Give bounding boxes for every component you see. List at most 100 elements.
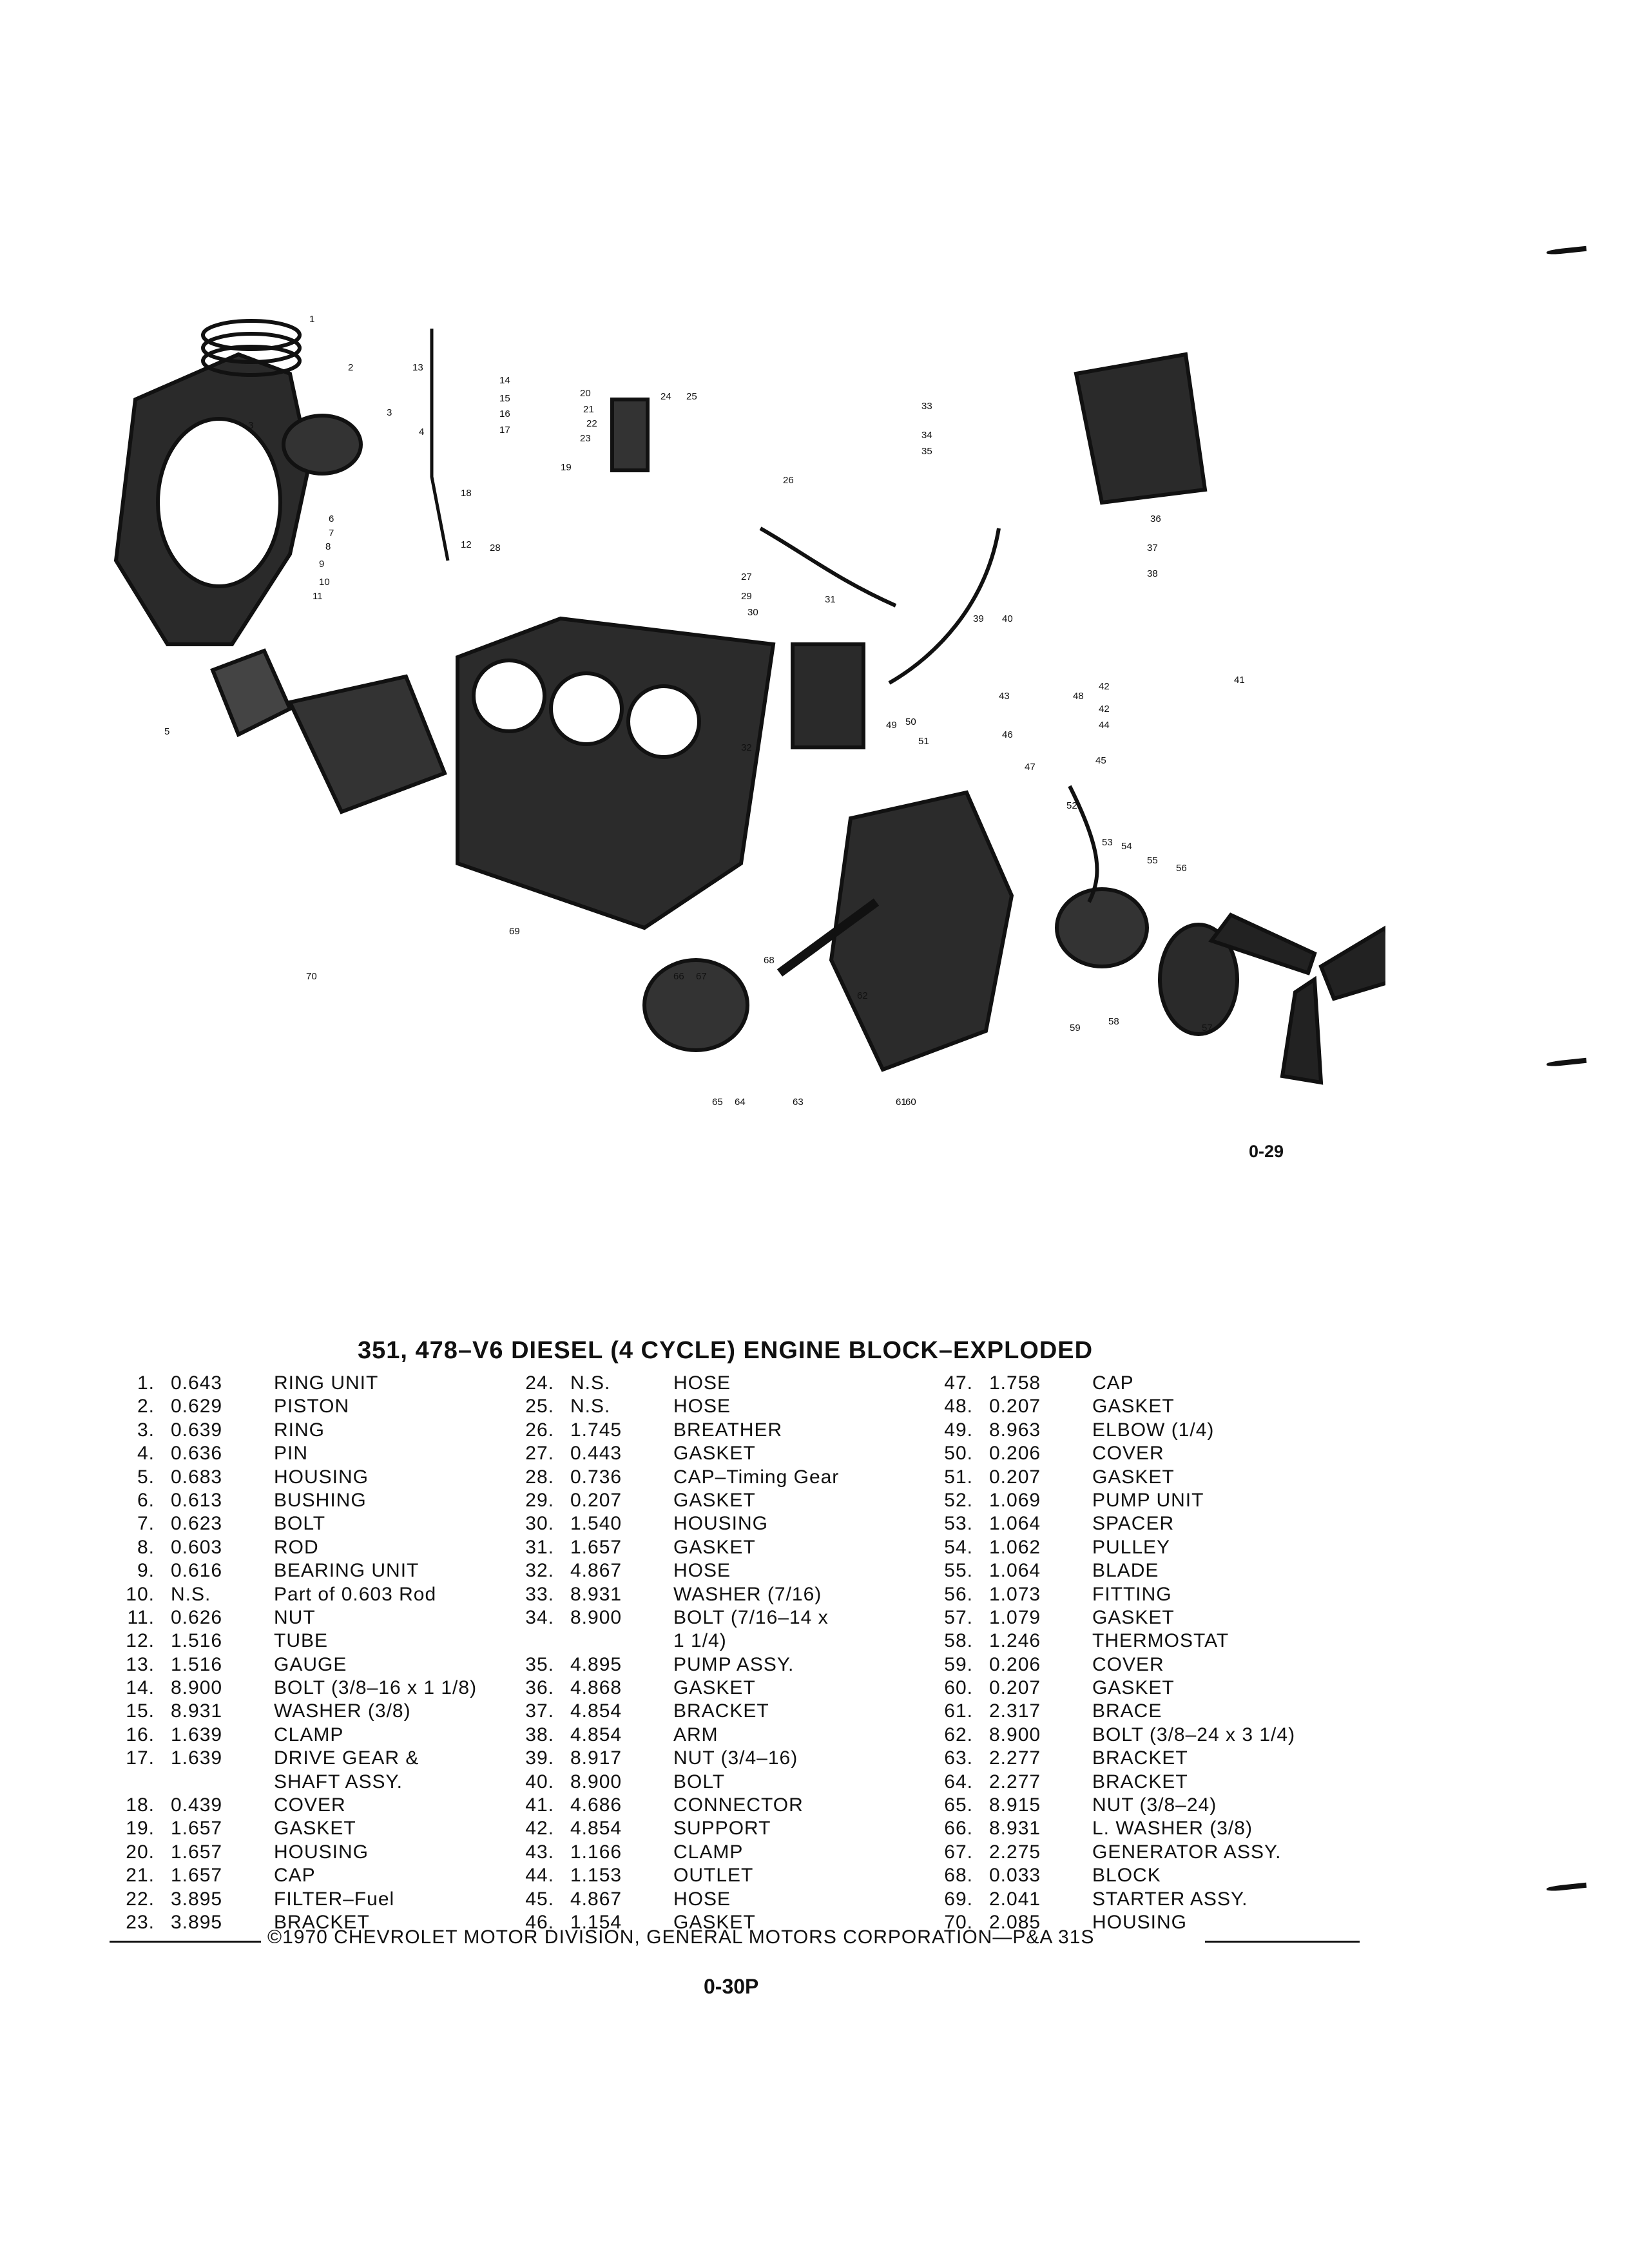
- part-num: 34.: [525, 1606, 554, 1628]
- callout-label: 65: [712, 1097, 723, 1108]
- part-num: 8.: [137, 1536, 155, 1558]
- part-desc: BOLT: [274, 1513, 326, 1535]
- callout-label: 34: [921, 430, 932, 441]
- part-code: 1.062: [989, 1536, 1041, 1558]
- edge-mark: [1546, 245, 1587, 256]
- part-num: 57.: [944, 1606, 973, 1628]
- callout-label: 66: [673, 971, 684, 982]
- callout-label: 41: [1234, 675, 1245, 686]
- callout-label: 53: [1102, 837, 1113, 848]
- part-num: 42.: [525, 1818, 554, 1840]
- part-code: 0.626: [171, 1606, 223, 1628]
- part-num: 23.: [126, 1911, 155, 1933]
- parts-list-row: 10.N.S.Part of 0.603 Rod: [97, 1584, 535, 1607]
- part-desc: Part of 0.603 Rod: [274, 1583, 437, 1605]
- part-num: 35.: [525, 1653, 554, 1675]
- part-code: 1.639: [171, 1747, 223, 1769]
- part-num: 29.: [525, 1489, 554, 1511]
- part-code: 2.277: [989, 1747, 1041, 1769]
- callout-label: 51: [918, 736, 929, 747]
- part-desc: COVER: [274, 1794, 346, 1816]
- part-num: 66.: [944, 1818, 973, 1840]
- callout-label: 21: [583, 404, 594, 415]
- callout-label: 18: [461, 488, 472, 499]
- part-code: 2.275: [989, 1841, 1041, 1863]
- part-num: 63.: [944, 1747, 973, 1769]
- part-desc: WASHER (3/8): [274, 1700, 411, 1722]
- part-desc: GASKET: [1092, 1466, 1175, 1488]
- part-code: 2.317: [989, 1700, 1041, 1722]
- part-desc: CAP–Timing Gear: [673, 1466, 840, 1488]
- part-code: 4.895: [570, 1653, 622, 1675]
- part-num: 32.: [525, 1560, 554, 1582]
- part-num: 56.: [944, 1583, 973, 1605]
- part-code: 1.064: [989, 1560, 1041, 1582]
- callout-label: 57: [1202, 1023, 1213, 1033]
- part-desc: BOLT (7/16–14 x: [673, 1606, 829, 1628]
- part-code: 8.917: [570, 1747, 622, 1769]
- part-desc: CLAMP: [673, 1841, 744, 1863]
- callout-label: 1: [309, 314, 314, 325]
- part-num: 37.: [525, 1700, 554, 1722]
- callout-label: 31: [825, 594, 836, 605]
- part-code: 0.206: [989, 1443, 1041, 1465]
- callout-label: 13: [412, 362, 423, 373]
- part-desc: GAUGE: [274, 1653, 347, 1675]
- parts-list-row: 63. 2.277 BRACKET: [915, 1747, 1405, 1771]
- part-num: 47.: [944, 1372, 973, 1394]
- callout-label: 17: [499, 425, 510, 436]
- part-code: 8.931: [171, 1700, 223, 1722]
- callout-label: 15: [499, 393, 510, 404]
- part-num: 26.: [525, 1419, 554, 1441]
- part-desc: BRACKET: [673, 1700, 769, 1722]
- callout-label: 5: [164, 726, 169, 737]
- part-desc: WASHER (7/16): [673, 1583, 822, 1605]
- part-desc: CONNECTOR: [673, 1794, 804, 1816]
- callout-label: 3: [387, 407, 392, 418]
- part-num: 38.: [525, 1724, 554, 1745]
- part-code: 8.931: [570, 1583, 622, 1605]
- part-code: 0.629: [171, 1396, 223, 1418]
- callout-label: 43: [999, 691, 1010, 702]
- part-code: 1.153: [570, 1865, 622, 1887]
- starter-part: [287, 674, 447, 814]
- callout-label: 48: [1073, 691, 1084, 702]
- part-num: 30.: [525, 1513, 554, 1535]
- part-code: 0.033: [989, 1865, 1041, 1887]
- part-desc: TUBE: [274, 1630, 329, 1652]
- callout-label: 20: [580, 388, 591, 399]
- timing-cover-part: [829, 790, 1014, 1072]
- part-code: 8.900: [570, 1771, 622, 1792]
- part-num: 40.: [525, 1771, 554, 1792]
- callout-label: 49: [886, 720, 897, 731]
- callout-label: 7: [329, 528, 334, 539]
- figure-code: 0-29: [1249, 1142, 1284, 1161]
- part-num: 48.: [944, 1396, 973, 1418]
- part-desc: BOLT: [673, 1771, 726, 1792]
- part-code: 8.963: [989, 1419, 1041, 1441]
- callout-label: 59: [1070, 1023, 1081, 1033]
- part-desc: BRACKET: [1092, 1747, 1188, 1769]
- part-code: 0.443: [570, 1443, 622, 1465]
- part-desc: GASKET: [274, 1818, 356, 1840]
